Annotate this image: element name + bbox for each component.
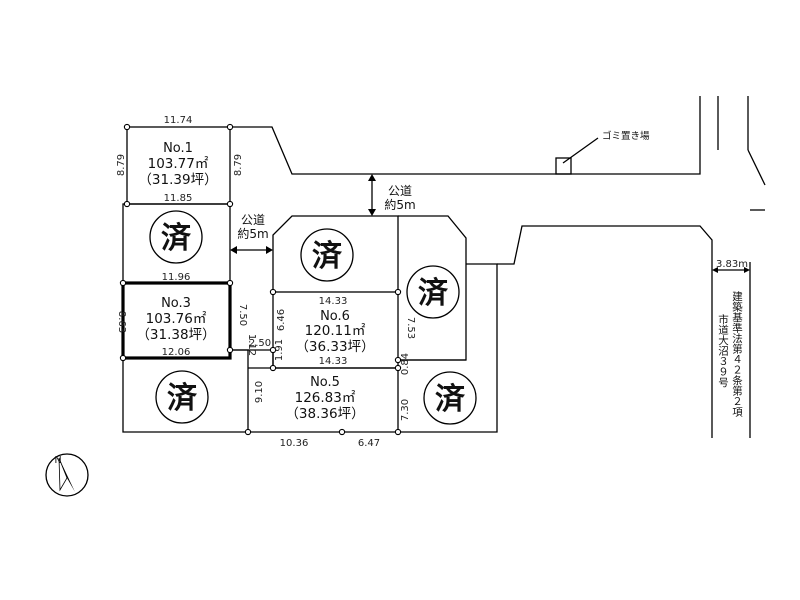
road-width-arrow-middle [230,246,273,254]
dim-label: 1.91 [274,339,285,361]
sold-mark-4: 済 [155,370,209,424]
svg-text:済: 済 [435,382,466,417]
dim-label: 8.63 [116,311,127,333]
garbage-station-box [555,157,572,175]
corner-marker [123,200,131,208]
lot-6-tsubo: （36.33坪） [295,339,374,355]
road-width-right: 3.83m [716,259,748,270]
lot-3-tsubo: （31.38坪） [136,327,215,343]
corner-marker [394,288,402,296]
corner-marker [394,364,402,372]
lot-top-center-outline [272,215,399,292]
dim-label: 14.33 [319,296,348,307]
svg-text:済: 済 [312,239,343,274]
block-right-boundary [398,263,498,433]
dim-label: 9.10 [254,381,265,403]
dim-label: 8.79 [116,154,127,176]
lot-1-area: 103.77㎡ [148,156,209,172]
dim-label: 14.33 [319,356,348,367]
garbage-label: ゴミ置き場 [602,130,650,142]
sold-mark-2: 済 [300,228,354,282]
lot-5-tsubo: （38.36坪） [285,406,364,422]
svg-text:済: 済 [161,221,192,256]
dim-label: 6.46 [276,309,287,331]
dim-label: 10.36 [280,438,309,449]
road-label-middle: 公道 [241,213,265,227]
svg-text:済: 済 [167,381,198,416]
lot-3-area: 103.76㎡ [146,311,207,327]
dim-label: 1.12 [246,334,257,356]
dim-label: 7.50 [237,304,248,326]
corner-marker [338,428,346,436]
block-right-notch [497,225,713,438]
compass-north-label: N [54,455,61,466]
corner-marker [394,356,402,364]
corner-marker [226,346,234,354]
sold-mark-1: 済 [149,210,203,264]
corner-marker [226,200,234,208]
corner-marker [269,364,277,372]
north-compass: N [45,453,89,497]
sold-mark-3: 済 [406,265,460,319]
corner-marker [244,428,252,436]
dim-label: 11.96 [162,272,191,283]
garbage-leader [562,137,599,164]
dim-label: 2.50 [249,338,271,349]
corner-marker [269,346,277,354]
lot-6-area: 120.11㎡ [305,323,366,339]
road-label-north: 公道 [388,184,412,198]
lot-1-tsubo: （31.39坪） [138,172,217,188]
road-north-edge [230,96,701,175]
road-width-north: 約5m [384,197,415,212]
lot-6-outline [272,291,399,369]
dim-label: 12.06 [162,347,191,358]
corner-marker [394,428,402,436]
dim-label: 7.53 [405,317,416,339]
road-far-right-diagonal [747,149,766,186]
road-width-arrow-right [712,267,750,273]
dim-label: 11.85 [164,193,193,204]
dim-label: 6.47 [358,438,380,449]
dim-label: 7.30 [400,399,411,421]
sold-mark-5: 済 [423,371,477,425]
dim-label: 11.74 [164,115,193,126]
corner-marker [119,279,127,287]
corner-marker [123,123,131,131]
corner-marker [226,279,234,287]
lot-1-number: No.1 [163,141,193,156]
corner-marker [119,354,127,362]
lot-6-number: No.6 [320,309,350,324]
lot-3-number: No.3 [161,296,191,311]
dim-label: 8.79 [233,154,244,176]
corner-marker [269,288,277,296]
lot-3-outline [121,281,232,360]
road-note-building-standards: 建築基準法第４２条第２項 [731,290,743,418]
svg-text:済: 済 [418,276,449,311]
corner-marker [226,123,234,131]
road-width-middle: 約5m [237,226,268,241]
dim-label: 0.84 [400,353,411,375]
lot-5-area: 126.83㎡ [295,390,356,406]
road-width-arrow-north [368,174,376,216]
road-note-city-road: 市道大沼３９号 [717,313,729,388]
lot-5-number: No.5 [310,375,340,390]
